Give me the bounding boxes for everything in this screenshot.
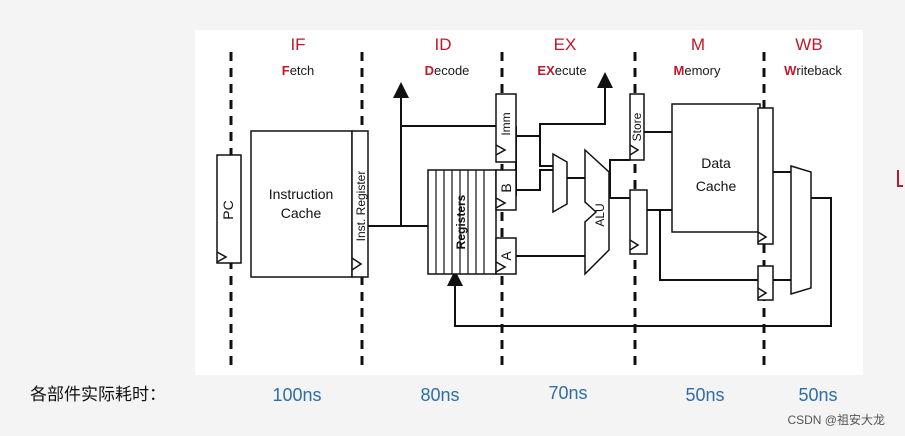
stage-m-name: M [691, 35, 705, 54]
stage-ex-label: EXecute [537, 63, 586, 78]
stage-ex-time: 70ns [548, 383, 587, 403]
imm-register: Imm [495, 93, 517, 163]
stage-m-label: Memory [674, 63, 721, 78]
alu-input-mux [552, 152, 568, 214]
stage-wb-time: 50ns [798, 385, 837, 405]
mem-wb-register-bottom [757, 265, 774, 301]
a-register: A [495, 237, 517, 275]
b-label: B [498, 183, 514, 192]
store-label: Store [630, 112, 644, 141]
stage-id-label: Decode [425, 63, 470, 78]
data-cache-label-1: Data [701, 155, 731, 171]
instruction-cache-label-2: Cache [281, 205, 322, 221]
stage-headers: IF Fetch ID Decode EX EXecute M Memory W… [282, 35, 843, 78]
stage-if-name: IF [290, 35, 305, 54]
pc-register: PC [216, 154, 242, 264]
watermark: CSDN @祖安大龙 [787, 412, 885, 427]
b-register: B [495, 169, 517, 211]
instruction-cache-label-1: Instruction [269, 186, 334, 202]
data-cache-label-2: Cache [696, 178, 737, 194]
imm-label: Imm [499, 112, 513, 135]
alu: ALU [584, 148, 610, 276]
mem-wb-register-top [757, 107, 774, 245]
stage-m-time: 50ns [685, 385, 724, 405]
writeback-mux [790, 164, 812, 296]
stage-if-label: Fetch [282, 63, 315, 78]
a-label: A [498, 251, 514, 261]
stage-id-name: ID [435, 35, 452, 54]
alu-label: ALU [593, 203, 607, 226]
inst-register-label: Inst. Register [354, 171, 368, 242]
stage-id-time: 80ns [420, 385, 459, 405]
timing-caption: 各部件实际耗时： [30, 385, 166, 404]
instruction-cache: Instruction Cache [250, 130, 353, 278]
register-file: Registers [427, 169, 497, 275]
data-cache: Data Cache [671, 103, 761, 233]
registers-label: Registers [454, 194, 468, 249]
stage-ex-name: EX [554, 35, 577, 54]
stage-wb-label: Writeback [784, 63, 842, 78]
stage-if-time: 100ns [272, 385, 321, 405]
pc-label: PC [220, 200, 236, 219]
stage-wb-name: WB [795, 35, 822, 54]
alu-output-register [629, 189, 648, 255]
edge-bracket-icon [897, 170, 903, 187]
store-register: Store [629, 93, 645, 161]
inst-register: Inst. Register [351, 130, 369, 278]
